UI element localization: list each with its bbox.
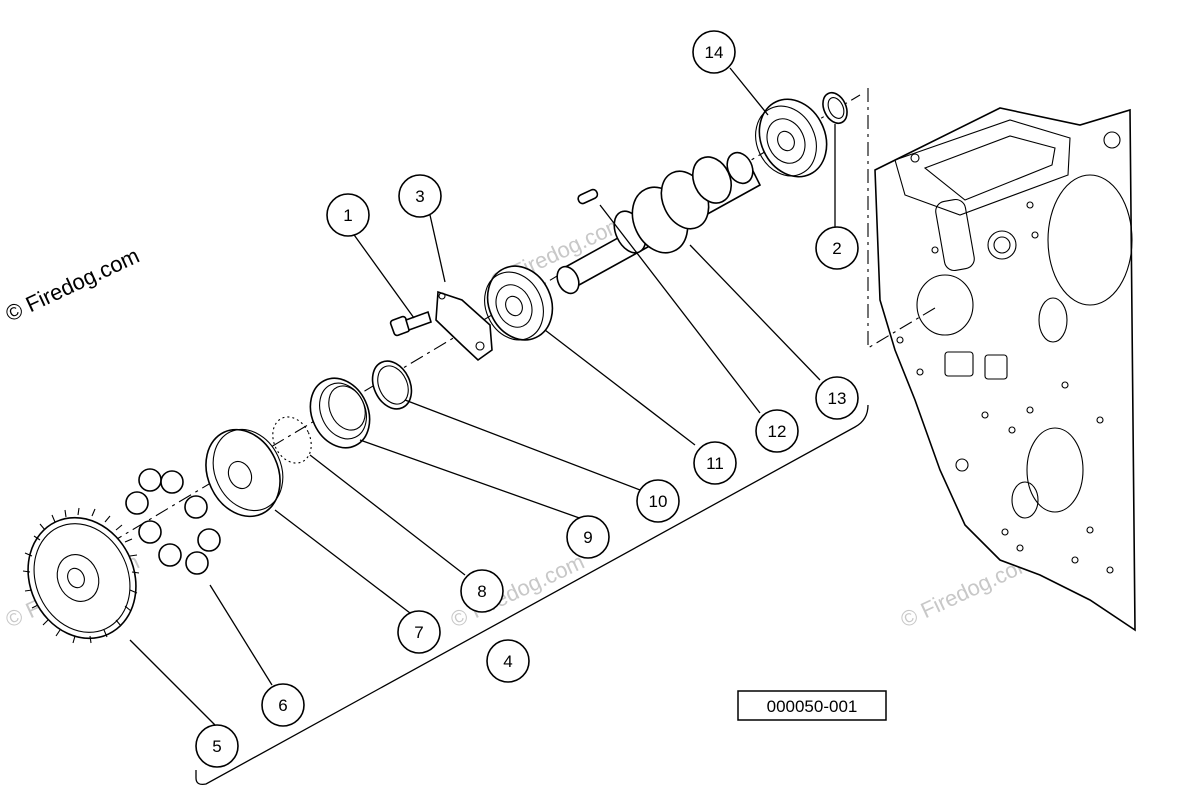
steel-balls bbox=[125, 468, 221, 575]
callout-7: 7 bbox=[397, 610, 441, 654]
callout-label-6: 6 bbox=[278, 696, 287, 715]
gear-part bbox=[22, 507, 140, 644]
callout-label-14: 14 bbox=[705, 43, 724, 62]
callout-label-2: 2 bbox=[832, 239, 841, 258]
callout-14: 14 bbox=[692, 30, 736, 74]
callout-label-9: 9 bbox=[583, 528, 592, 547]
ball-bearing-front bbox=[484, 265, 554, 341]
reference-code: 000050-001 bbox=[767, 697, 858, 716]
callout-label-8: 8 bbox=[477, 582, 486, 601]
bolt bbox=[389, 310, 432, 337]
callout-label-11: 11 bbox=[706, 454, 724, 473]
ball-bearing-rear bbox=[755, 98, 828, 178]
circlip bbox=[822, 91, 848, 125]
callout-9: 9 bbox=[566, 515, 610, 559]
bearing-race bbox=[309, 377, 371, 449]
engine-block bbox=[874, 107, 1136, 632]
callout-label-12: 12 bbox=[768, 422, 787, 441]
callout-10: 10 bbox=[636, 479, 680, 523]
bearing-retainer bbox=[435, 290, 493, 362]
callout-label-10: 10 bbox=[649, 492, 668, 511]
callout-1: 1 bbox=[326, 193, 370, 237]
leader-lines bbox=[129, 67, 836, 726]
callout-13: 13 bbox=[815, 376, 859, 420]
snap-ring bbox=[371, 360, 413, 410]
camshaft bbox=[556, 151, 762, 295]
callout-2: 2 bbox=[815, 226, 859, 270]
ball-retainer bbox=[272, 416, 312, 464]
axis-to-block bbox=[867, 88, 936, 349]
callout-label-1: 1 bbox=[343, 206, 352, 225]
callout-8: 8 bbox=[460, 569, 504, 613]
callout-label-7: 7 bbox=[414, 623, 423, 642]
reference-code-box: 000050-001 bbox=[737, 690, 887, 721]
callout-label-5: 5 bbox=[212, 737, 221, 756]
watermark-main: © Firedog.com bbox=[2, 243, 144, 327]
callout-11: 11 bbox=[693, 441, 737, 485]
callout-5: 5 bbox=[195, 724, 239, 768]
callout-label-13: 13 bbox=[828, 389, 847, 408]
callout-4: 4 bbox=[486, 639, 530, 683]
thrust-plate bbox=[205, 428, 284, 518]
callout-12: 12 bbox=[755, 409, 799, 453]
callout-label-4: 4 bbox=[503, 652, 512, 671]
callout-6: 6 bbox=[261, 683, 305, 727]
group-bracket-4 bbox=[195, 404, 869, 786]
woodruff-key bbox=[577, 188, 599, 205]
callout-label-3: 3 bbox=[415, 187, 424, 206]
callout-3: 3 bbox=[398, 174, 442, 218]
